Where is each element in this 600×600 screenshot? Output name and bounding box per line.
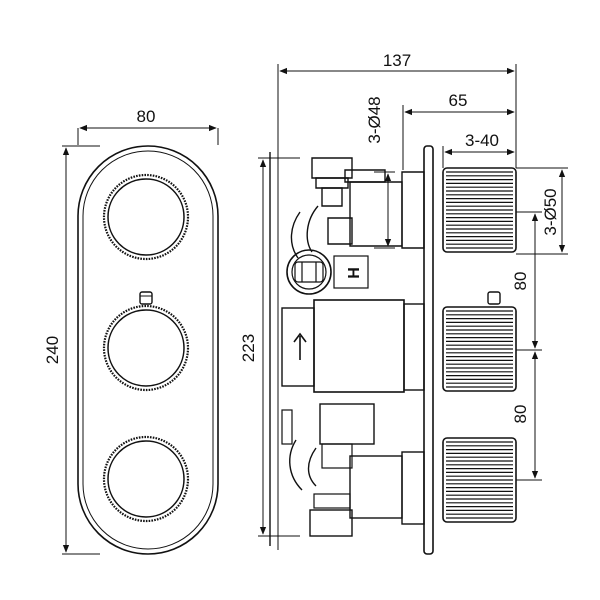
front-view: 80 240 bbox=[43, 107, 219, 555]
front-knob-bottom bbox=[102, 435, 190, 523]
thermostatic-cartridge bbox=[313, 299, 405, 393]
width-dimension-label: 80 bbox=[137, 107, 156, 126]
top-cartridge-collar bbox=[401, 171, 425, 249]
side-knob-middle bbox=[442, 306, 517, 392]
top-cartridge-body bbox=[349, 181, 403, 247]
bottom-cartridge-collar bbox=[401, 451, 425, 525]
knob-projection-label: 65 bbox=[449, 91, 468, 110]
bottom-outlet bbox=[289, 439, 425, 537]
knob-spacing-upper-label: 80 bbox=[511, 272, 530, 291]
knob-diameter-label: 3-Ø50 bbox=[541, 188, 560, 235]
side-knob-top bbox=[442, 167, 517, 253]
bottom-cartridge-body bbox=[349, 455, 403, 519]
inlet-diameter-label: 3-Ø48 bbox=[365, 96, 384, 143]
side-view: 137 65 3-40 3-Ø48 223 3-Ø50 80 80 bbox=[239, 51, 568, 555]
depth-dimension-label: 137 bbox=[383, 51, 411, 70]
cover-plate-side bbox=[423, 145, 434, 555]
side-temperature-indicator bbox=[487, 291, 501, 305]
hot-mark-label: H bbox=[346, 267, 363, 279]
front-knob-top bbox=[102, 173, 190, 261]
side-knob-bottom bbox=[442, 437, 517, 523]
valve-height-label: 223 bbox=[239, 334, 258, 362]
front-knob-middle bbox=[102, 291, 190, 392]
valve-body bbox=[281, 299, 425, 445]
faceplate-outer bbox=[77, 145, 219, 555]
top-inlet bbox=[290, 157, 425, 259]
knob-spacing-lower-label: 80 bbox=[511, 405, 530, 424]
hot-inlet-fitting: H bbox=[286, 249, 369, 295]
temperature-indicator bbox=[139, 291, 153, 305]
flow-arrow-icon bbox=[293, 332, 307, 360]
knob-length-label: 3-40 bbox=[465, 131, 499, 150]
faceplate-inner bbox=[82, 150, 214, 550]
height-dimension-label: 240 bbox=[43, 336, 62, 364]
